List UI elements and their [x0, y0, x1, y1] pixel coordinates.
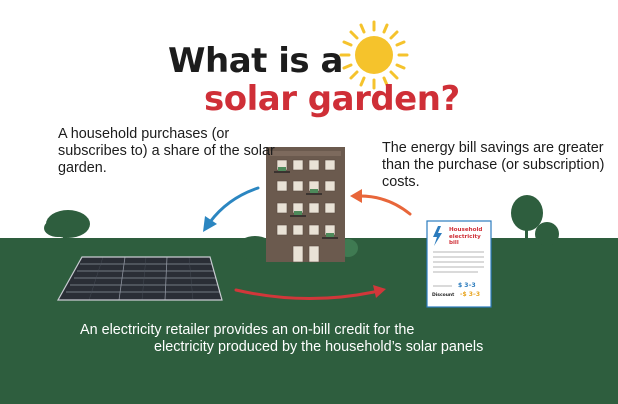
arrow-from-bill	[350, 189, 412, 216]
retailer-caption-line-1: An electricity retailer provides an on-b…	[80, 322, 415, 338]
tree-icon	[511, 195, 559, 250]
lightning-icon	[433, 226, 442, 246]
retailer-caption-line-2: electricity produced by the household’s …	[154, 339, 484, 355]
sun-icon	[339, 20, 409, 90]
bill-discount-label: Discount	[432, 293, 455, 298]
title-line-1: What is a	[168, 41, 343, 81]
household-caption: A household purchases (or subscribes to)…	[58, 126, 275, 176]
bill-amount: $ 3–3	[458, 282, 476, 289]
arrow-to-bill	[234, 285, 386, 300]
solar-panels-icon	[56, 256, 223, 301]
tree-icon	[44, 210, 90, 250]
bill-discount-amount: -$ 3–3	[460, 291, 481, 298]
retailer-caption: An electricity retailer provides an on-b…	[80, 322, 550, 356]
apartment-building-icon	[266, 147, 345, 263]
title-line-2: solar garden?	[204, 79, 460, 119]
savings-caption: The energy bill savings are greater than…	[382, 140, 605, 190]
arrow-to-solar-panels	[203, 186, 260, 232]
electricity-bill-icon	[426, 220, 492, 308]
bill-title: Household electricity bill	[449, 227, 483, 246]
